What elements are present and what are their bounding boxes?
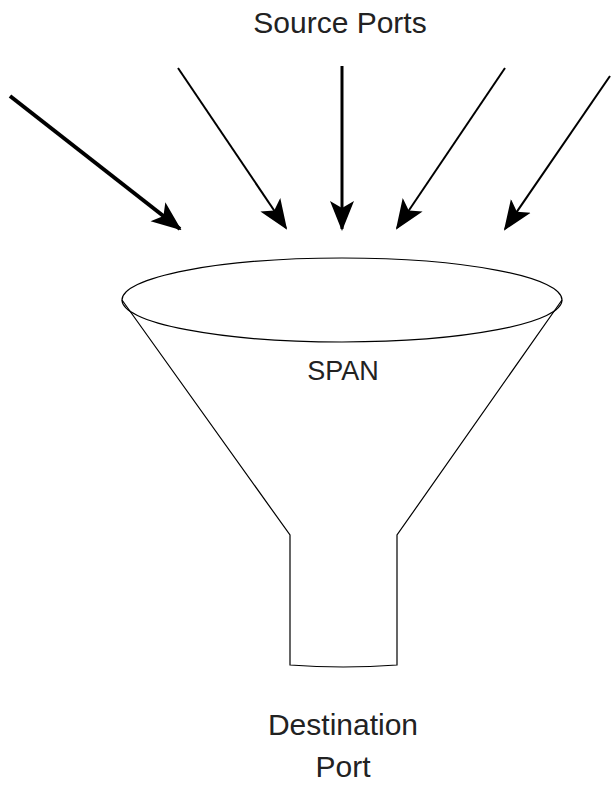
funnel-label: SPAN: [120, 356, 566, 387]
source-label: Source Ports: [190, 2, 490, 44]
input-arrow: [178, 68, 286, 228]
input-arrow: [505, 76, 610, 229]
funnel-outline: [120, 256, 566, 672]
destination-label: Destination Port: [243, 704, 443, 785]
input-arrow: [341, 66, 344, 229]
input-arrow: [10, 96, 180, 229]
input-arrow: [397, 68, 505, 228]
funnel-node: SPAN: [120, 256, 566, 672]
